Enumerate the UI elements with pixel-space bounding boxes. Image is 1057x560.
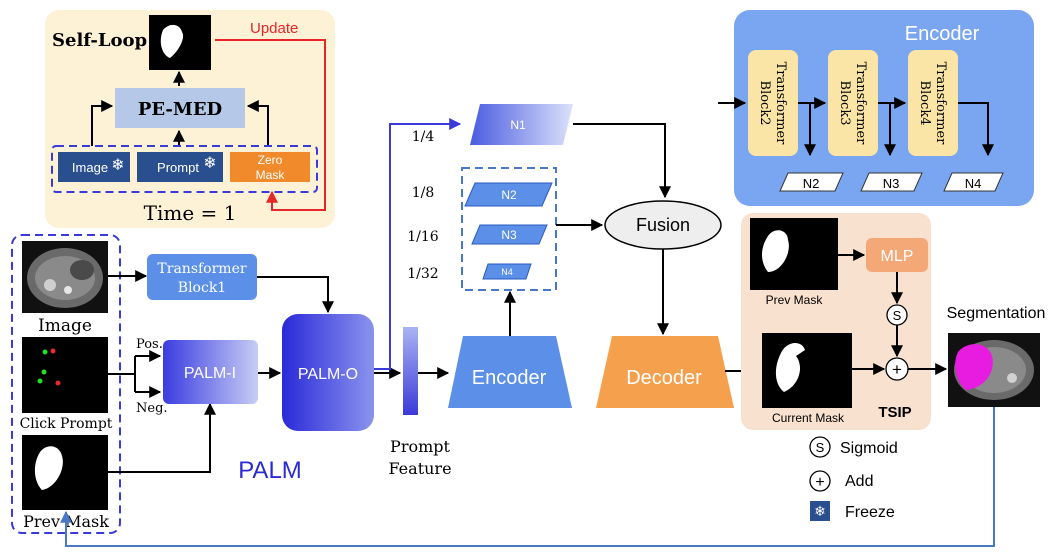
encoder-out-n2-label: N2 <box>803 176 820 191</box>
legend-sigmoid-symbol <box>809 436 831 458</box>
tsip-current-mask-image <box>762 333 852 408</box>
segmentation-label: Segmentation <box>947 305 1046 322</box>
click-prompt-label: Click Prompt <box>20 416 113 432</box>
pe-med-block <box>115 88 245 128</box>
encoder-out-n2 <box>779 172 844 192</box>
encoder-out-n4-label: N4 <box>965 176 982 191</box>
legend-sigmoid-label: Sigmoid <box>840 440 898 457</box>
transformer-block3 <box>828 50 878 156</box>
mask-label: Mask <box>256 168 286 182</box>
transformer-block4 <box>908 50 958 156</box>
legend-freeze-glyph: ❄ <box>814 503 826 519</box>
legend: S Sigmoid + Add ❄ Freeze <box>809 436 898 521</box>
feedback-arrow <box>60 407 995 547</box>
encoder-out-n3 <box>860 172 923 192</box>
click-neg <box>55 380 61 386</box>
features-dashed-group <box>461 167 557 291</box>
self-loop-panel: Self-Loop Update PE-MED Image ❄ Prompt ❄… <box>45 10 335 228</box>
legend-add-symbol <box>809 470 831 492</box>
palm-i-label: PALM-I <box>184 365 236 382</box>
legend-freeze-label: Freeze <box>845 504 895 521</box>
legend-sigmoid-symbol-label: S <box>816 440 825 455</box>
palm-i-block <box>163 340 258 404</box>
freeze-icon: ❄ <box>111 157 124 174</box>
self-loop-zero-mask-box <box>230 152 310 182</box>
zero-label: Zero <box>258 153 283 167</box>
palm-o-label: PALM-O <box>298 366 358 383</box>
legend-freeze-icon <box>810 501 830 521</box>
self-loop-dashed-group <box>51 145 318 193</box>
transformer-block2 <box>748 50 798 156</box>
tsip-current-mask-label: Current Mask <box>772 411 845 425</box>
feature-n3-label: N3 <box>501 228 517 242</box>
transformer-block4-label: TransformerBlock4 <box>917 62 948 146</box>
click-neg <box>50 348 56 354</box>
self-loop-image-box <box>58 152 130 182</box>
pos-label: Pos. <box>136 337 163 352</box>
transformer-block3-label: TransformerBlock3 <box>837 62 868 146</box>
tsip-current-mask-shape <box>775 343 805 392</box>
feature-n1 <box>470 104 573 145</box>
scale-1-32: 1/32 <box>407 266 438 282</box>
segmentation-overlay <box>955 344 993 390</box>
self-loop-title: Self-Loop <box>52 30 147 51</box>
inputs-column: Image Click Prompt Prev Mask <box>11 234 121 534</box>
freeze-icon: ❄ <box>203 155 216 172</box>
encoder-panel: Encoder TransformerBlock2 TransformerBlo… <box>718 10 1034 206</box>
encoder-main-label: Encoder <box>472 367 547 389</box>
palm-o-block <box>282 314 374 431</box>
update-label: Update <box>250 20 298 37</box>
feature-n3 <box>471 224 548 245</box>
time-label: Time = 1 <box>144 201 237 225</box>
tsip-prev-mask-label: Prev Mask <box>766 293 824 307</box>
transformer-block1 <box>147 254 257 300</box>
input-image-label: Image <box>38 316 92 336</box>
transformer-block2-label: TransformerBlock2 <box>757 62 788 146</box>
mlp-label: MLP <box>881 248 914 265</box>
tsip-prev-mask-shape <box>762 230 789 272</box>
decoder-block <box>596 336 734 408</box>
neg-label: Neg. <box>136 401 168 416</box>
encoder-panel-title: Encoder <box>905 23 980 45</box>
click-pos <box>42 349 48 355</box>
prompt-feature-label: Prompt <box>390 437 450 456</box>
sigmoid-node-label: S <box>893 308 902 323</box>
feature-n4-label: N4 <box>501 267 513 277</box>
scale-1-8: 1/8 <box>412 185 435 201</box>
click-pos <box>41 369 47 375</box>
transformer-block1-label: Transformer <box>157 261 246 277</box>
pe-med-label: PE-MED <box>138 99 222 120</box>
feature-n2 <box>464 182 553 207</box>
encoder-out-n3-label: N3 <box>883 176 900 191</box>
click-prompt-image <box>22 337 108 413</box>
encoder-out-n4 <box>943 172 1004 192</box>
scale-1-16: 1/16 <box>407 229 439 245</box>
tsip-panel: Prev Mask MLP S Current Mask + TSIP <box>741 213 931 430</box>
self-loop-mask-shape <box>160 24 184 58</box>
legend-add-symbol-label: + <box>815 474 824 491</box>
prompt-feature-label-2: Feature <box>388 459 451 478</box>
self-loop-image-label: Image <box>72 160 108 175</box>
transformer-block1-label-2: Block1 <box>178 280 226 296</box>
prompt-feature-bar <box>403 327 418 415</box>
encoder-main <box>448 336 572 408</box>
feature-n1-label: N1 <box>510 118 526 132</box>
self-loop-prompt-box <box>137 152 223 182</box>
prev-mask-shape <box>34 446 63 490</box>
self-loop-prompt-label: Prompt <box>157 160 199 175</box>
legend-add-label: Add <box>845 473 873 490</box>
palm-label: PALM <box>238 457 302 484</box>
tsip-label: TSIP <box>878 404 911 421</box>
decoder-label: Decoder <box>626 367 702 389</box>
feature-n2-label: N2 <box>501 188 517 202</box>
feature-n4 <box>482 263 532 280</box>
scale-1-4: 1/4 <box>412 129 435 145</box>
update-arrow <box>215 39 326 211</box>
fusion-label: Fusion <box>636 215 690 235</box>
add-node-label: + <box>892 360 902 379</box>
click-pos <box>37 378 43 384</box>
prev-mask-image <box>22 435 108 510</box>
mlp-block <box>866 238 928 272</box>
